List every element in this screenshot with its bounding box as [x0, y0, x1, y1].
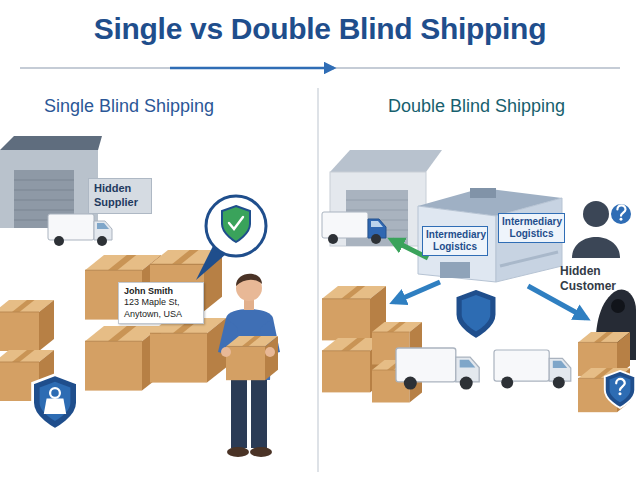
supplier-tag: Hidden Supplier: [88, 178, 152, 214]
recipient-person: [265, 347, 275, 357]
header-rule: [20, 67, 620, 69]
supplier-warehouse: [14, 190, 74, 191]
header-rule: [170, 67, 334, 70]
recipient-person: [231, 378, 247, 448]
privacy-callout: [229, 217, 243, 229]
customer-silhouette: [572, 237, 620, 258]
intermediary-building: [470, 188, 496, 198]
weight-shield: [33, 375, 78, 430]
recipient-person: [250, 447, 272, 457]
customer-silhouette: [572, 201, 632, 258]
origin-warehouse: [330, 150, 442, 172]
left-boxes: [0, 300, 54, 351]
node-text: John Smith: [124, 286, 198, 297]
question-shield: [605, 371, 635, 408]
node-text: Hidden Supplier: [94, 182, 146, 210]
recipient-person: [226, 336, 278, 380]
figure-label: Hidden Customer: [560, 264, 632, 294]
delivery-truck: [494, 350, 571, 388]
section-divider: [317, 88, 319, 472]
building-sign: Intermediary Logistics: [422, 226, 488, 256]
supplier-warehouse: [14, 200, 74, 201]
privacy-callout: [206, 196, 266, 256]
section-heading: Single Blind Shipping: [44, 96, 214, 117]
supplier-warehouse: [14, 210, 74, 211]
delivery-truck: [396, 348, 479, 390]
recipient-person: [251, 378, 267, 448]
building-sign: Intermediary Logistics: [498, 213, 565, 243]
flow-arrows: [394, 282, 440, 302]
privacy-callout: [222, 206, 250, 242]
node-text: 123 Maple St, Anytown, USA: [124, 297, 198, 320]
header-rule: [20, 68, 620, 69]
recipient-person: [221, 347, 231, 357]
question-shield: [616, 379, 625, 395]
hooded-figure: [611, 299, 625, 313]
privacy-shield: [455, 289, 497, 340]
left-boxes: [0, 250, 226, 401]
customer-silhouette: [583, 201, 609, 227]
origin-warehouse: [346, 200, 408, 201]
intermediary-building: [500, 252, 558, 266]
supplier-warehouse: [0, 136, 102, 150]
supplier-truck: [48, 214, 112, 246]
weight-shield: [33, 375, 78, 430]
blue-truck: [322, 212, 386, 244]
weight-shield: [44, 399, 66, 414]
node-text: Intermediary Logistics: [426, 229, 484, 253]
intermediary-building: [418, 188, 562, 282]
origin-warehouse: [346, 210, 408, 211]
address-label: John Smith123 Maple St, Anytown, USA: [118, 282, 204, 324]
customer-silhouette: [617, 205, 625, 220]
intermediary-building: [440, 262, 470, 278]
left-boxes: [85, 326, 161, 391]
question-shield: [605, 371, 635, 408]
supplier-warehouse: [14, 180, 74, 181]
recipient-person: [236, 274, 262, 286]
recipient-person: [218, 274, 280, 457]
diagram-title: Single vs Double Blind Shipping: [0, 12, 640, 46]
node-text: Intermediary Logistics: [502, 216, 561, 240]
customer-silhouette: [610, 203, 632, 225]
weight-shield: [50, 388, 60, 398]
intermediary-building: [418, 206, 496, 282]
recipient-person: [227, 447, 249, 457]
privacy-callout: [196, 196, 266, 280]
left-boxes: [150, 318, 226, 383]
section-heading: Double Blind Shipping: [388, 96, 565, 117]
